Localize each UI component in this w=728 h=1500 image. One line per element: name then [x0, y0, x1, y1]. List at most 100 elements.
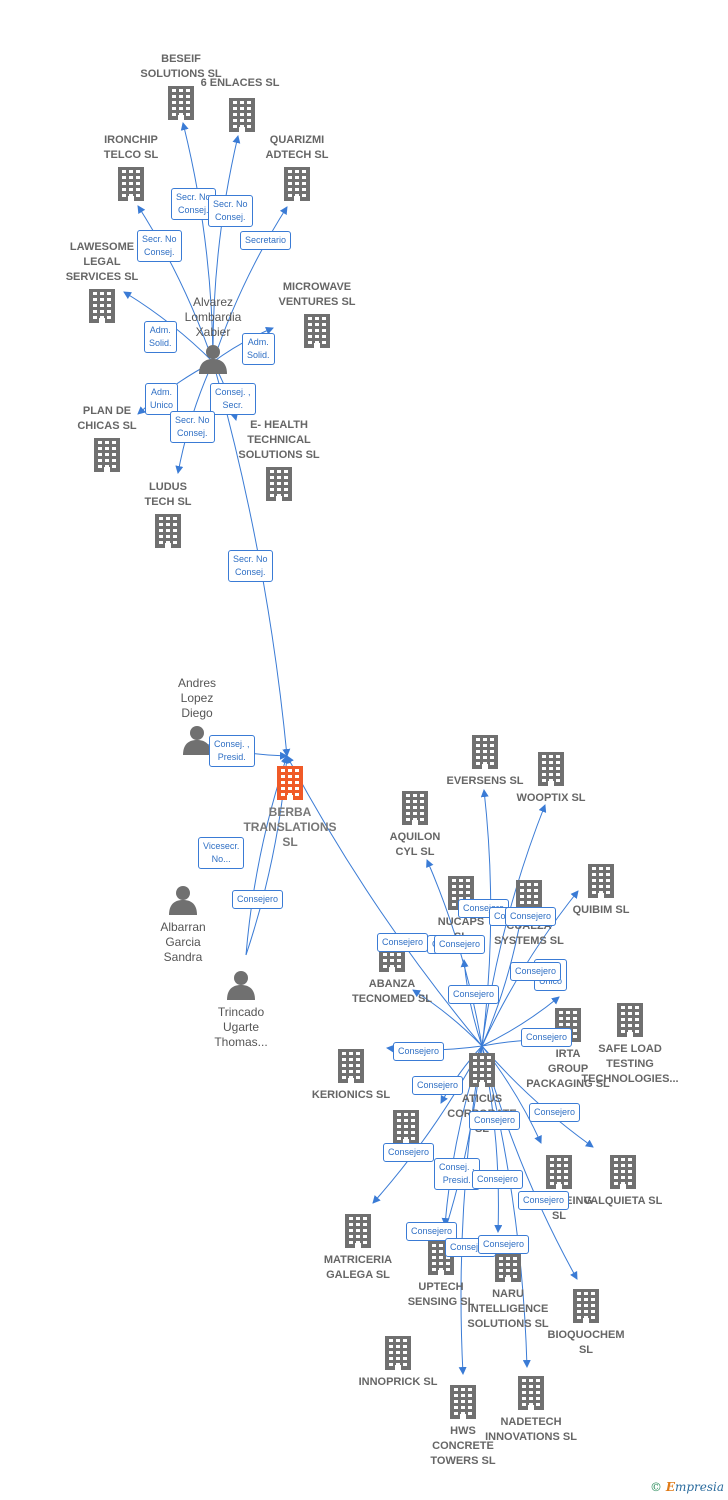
- company-building-icon[interactable]: [116, 167, 146, 206]
- company-name-uptech[interactable]: UPTECH SENSING SL: [407, 1281, 475, 1308]
- company-building-icon[interactable]: [227, 98, 257, 137]
- relation-edge-aticus-abanza: [412, 989, 483, 1047]
- company-building-icon[interactable]: [92, 438, 122, 477]
- company-name-matriceria[interactable]: MATRICERIA GALEGA SL: [323, 1254, 393, 1281]
- person-name-trincado[interactable]: Trincado Ugarte Thomas...: [214, 1005, 268, 1049]
- company-building-icon[interactable]: [516, 1376, 546, 1415]
- company-building-icon[interactable]: [586, 864, 616, 903]
- company-building-icon[interactable]: [166, 86, 196, 125]
- company-name-valquieta[interactable]: VALQUIETA SL: [583, 1195, 663, 1207]
- relation-label-alvarez-ludus[interactable]: Secr. No Consej.: [170, 411, 215, 443]
- company-name-naru[interactable]: NARU INTELLIGENCE SOLUTIONS SL: [467, 1288, 549, 1330]
- company-name-quibim[interactable]: QUIBIM SL: [572, 904, 630, 916]
- company-building-icon[interactable]: [302, 314, 332, 353]
- company-name-innoprick[interactable]: INNOPRICK SL: [358, 1376, 438, 1388]
- relation-label-aticus-naru[interactable]: Consejero: [406, 1222, 458, 1241]
- relation-edge-aticus-nadetech: [481, 1045, 531, 1368]
- person-icon[interactable]: [226, 970, 256, 1005]
- company-name-ehealth[interactable]: E- HEALTH TECHNICAL SOLUTIONS SL: [238, 419, 320, 461]
- company-name-microwave[interactable]: MICROWAVE VENTURES SL: [278, 281, 356, 308]
- company-name-bioquochem[interactable]: BIOQUOCHEM SL: [547, 1329, 625, 1356]
- relation-label-aticus-innoprick[interactable]: Consejero: [518, 1191, 570, 1210]
- person-name-alvarez[interactable]: Alvarez Lombardia Xabier: [184, 295, 242, 339]
- company-building-icon[interactable]: [87, 289, 117, 328]
- company-name-ironchip[interactable]: IRONCHIP TELCO SL: [103, 134, 159, 161]
- relation-label-aticus-valquieta[interactable]: Consejero: [469, 1111, 521, 1130]
- relation-label-alvarez-plan[interactable]: Adm. Unico: [145, 383, 179, 415]
- relation-edge-aticus-berba: [286, 755, 483, 1047]
- company-building-icon[interactable]: [400, 791, 430, 830]
- relation-label-aticus-matriceria[interactable]: Consejero: [529, 1103, 581, 1122]
- relation-edge-aticus-irta: [481, 996, 560, 1047]
- company-building-icon[interactable]: [608, 1155, 638, 1194]
- relation-label-aticus-nadetech[interactable]: Consejero: [478, 1235, 530, 1254]
- company-name-eversens[interactable]: EVERSENS SL: [446, 775, 524, 787]
- company-name-wooptix[interactable]: WOOPTIX SL: [516, 792, 586, 804]
- person-icon[interactable]: [182, 725, 212, 760]
- company-name-safeload[interactable]: SAFE LOAD TESTING TECHNOLOGIES...: [581, 1043, 679, 1085]
- company-name-beseif[interactable]: BESEIF SOLUTIONS SL: [140, 53, 222, 80]
- person-icon[interactable]: [168, 885, 198, 920]
- company-building-icon[interactable]: [153, 514, 183, 553]
- company-building-icon[interactable]: [536, 752, 566, 791]
- person-icon[interactable]: [198, 344, 228, 379]
- relation-label-aticus-nucaps[interactable]: Consejero: [434, 935, 486, 954]
- company-name-quarizmi[interactable]: QUARIZMI ADTECH SL: [265, 134, 329, 161]
- relation-label-aticus-safeload[interactable]: Consejero: [510, 962, 562, 981]
- person-name-albarran[interactable]: Albarran Garcia Sandra: [160, 920, 206, 964]
- company-building-icon[interactable]: [264, 467, 294, 506]
- relation-label-alvarez-berba[interactable]: Secr. No Consej.: [228, 550, 273, 582]
- relation-edge-alvarez-quarizmi: [212, 206, 288, 363]
- relation-label-andres-berba[interactable]: Consej. , Presid.: [209, 735, 255, 767]
- relation-label-aticus-irta[interactable]: Consejero: [521, 1028, 573, 1047]
- relation-label-alvarez-lawesome[interactable]: Adm. Solid.: [144, 321, 177, 353]
- company-building-icon[interactable]: [467, 1053, 497, 1092]
- company-building-icon[interactable]: [571, 1289, 601, 1328]
- brand-initial: E: [665, 1480, 675, 1494]
- company-name-plan[interactable]: PLAN DE CHICAS SL: [77, 405, 137, 432]
- empresia-credit[interactable]: © Empresia: [650, 1480, 724, 1494]
- relation-label-aticus-kerionics[interactable]: Consejero: [393, 1042, 445, 1061]
- company-building-icon[interactable]: [383, 1336, 413, 1375]
- relation-label-alvarez-ironchip[interactable]: Secr. No Consej.: [137, 230, 182, 262]
- focus-company-building-icon[interactable]: [275, 766, 305, 805]
- relation-label-alvarez-6enlaces[interactable]: Secr. No Consej.: [208, 195, 253, 227]
- relation-label-alvarez-microwave[interactable]: Adm. Solid.: [242, 333, 275, 365]
- relation-label-aticus-uptech[interactable]: Consej. , Presid.: [434, 1158, 480, 1190]
- relation-label-aticus-berba[interactable]: Consejero: [377, 933, 429, 952]
- brand-name: mpresia: [674, 1480, 725, 1494]
- company-building-icon[interactable]: [391, 1110, 421, 1149]
- relation-label-aticus-hws[interactable]: Consejero: [472, 1170, 524, 1189]
- relation-label-aticus-digital[interactable]: Consejero: [412, 1076, 464, 1095]
- company-name-ludus[interactable]: LUDUS TECH SL: [144, 481, 192, 508]
- company-building-icon[interactable]: [336, 1049, 366, 1088]
- relation-edge-aticus-cualza: [481, 911, 525, 1047]
- company-building-icon[interactable]: [470, 735, 500, 774]
- relation-edge-alvarez-6enlaces: [212, 135, 241, 363]
- company-name-6enlaces[interactable]: 6 ENLACES SL: [200, 77, 280, 89]
- relation-label-alvarez-quarizmi[interactable]: Secretario: [240, 231, 292, 250]
- company-name-aquilon[interactable]: AQUILON CYL SL: [389, 831, 441, 858]
- relation-label-albarran-berba[interactable]: Vicesecr. No...: [198, 837, 245, 869]
- company-building-icon[interactable]: [615, 1003, 645, 1042]
- person-name-andres[interactable]: Andres Lopez Diego: [177, 676, 217, 720]
- relation-edge-alvarez-microwave: [212, 327, 274, 363]
- relation-label-aticus-cualza[interactable]: Consejero: [505, 907, 557, 926]
- company-building-icon[interactable]: [343, 1214, 373, 1253]
- company-name-nadetech[interactable]: NADETECH INNOVATIONS SL: [485, 1416, 577, 1443]
- company-name-irta[interactable]: IRTA GROUP PACKAGING SL: [526, 1048, 610, 1090]
- company-building-icon[interactable]: [448, 1385, 478, 1424]
- company-building-icon[interactable]: [282, 167, 312, 206]
- company-name-berba[interactable]: BERBA TRANSLATIONS SL: [243, 805, 337, 849]
- relation-label-trincado-berba[interactable]: Consejero: [232, 890, 284, 909]
- company-building-icon[interactable]: [544, 1155, 574, 1194]
- relation-label-aticus-abanza[interactable]: Consejero: [448, 985, 500, 1004]
- company-name-abanza[interactable]: ABANZA TECNOMED SL: [351, 978, 433, 1005]
- relation-label-aticus-wellbeing[interactable]: Consejero: [383, 1143, 435, 1162]
- company-name-lawesome[interactable]: LAWESOME LEGAL SERVICES SL: [65, 241, 139, 283]
- relation-label-alvarez-ehealth[interactable]: Consej. , Secr.: [210, 383, 256, 415]
- company-name-hws[interactable]: HWS CONCRETE TOWERS SL: [430, 1425, 496, 1467]
- company-name-kerionics[interactable]: KERIONICS SL: [311, 1089, 391, 1101]
- relation-edge-alvarez-beseif: [180, 122, 214, 363]
- copyright-symbol: ©: [650, 1480, 662, 1494]
